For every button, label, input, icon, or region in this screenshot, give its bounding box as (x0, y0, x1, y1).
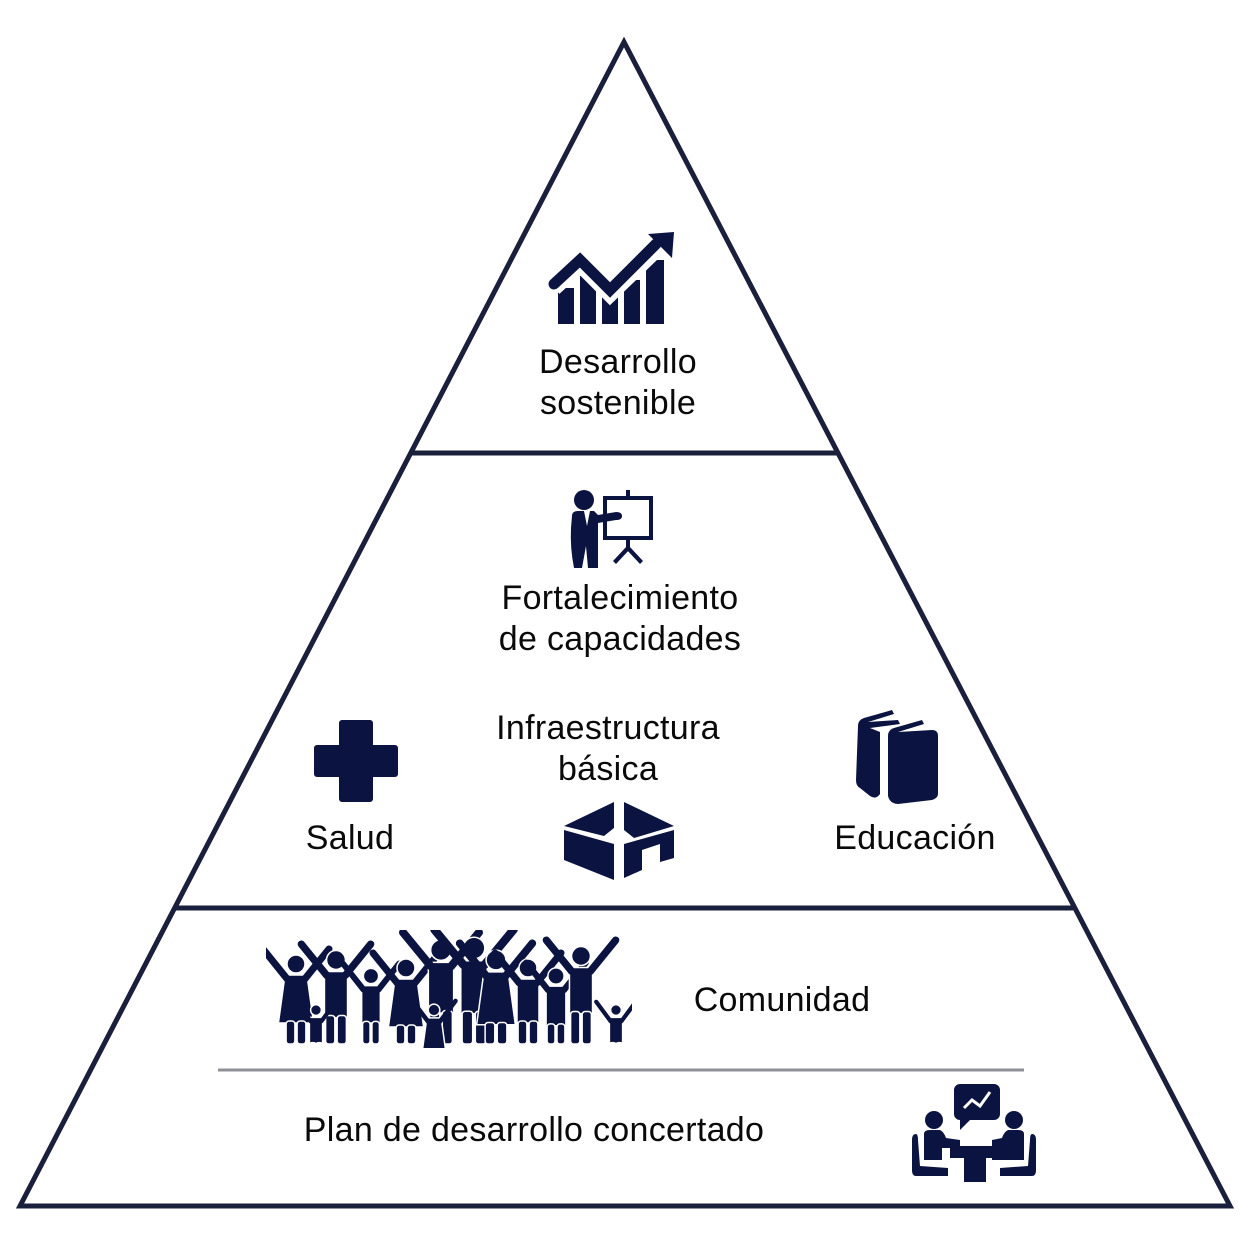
label-infraestructura-basica: Infraestructura básica (448, 708, 768, 790)
building-icon (562, 800, 678, 882)
crowd-person (294, 999, 338, 1045)
label-line: Plan de desarrollo concertado (303, 1111, 765, 1149)
crowd-person (410, 998, 458, 1048)
community-crowd-icon (266, 930, 632, 1048)
label-fortalecimiento-capacidades: Fortalecimiento de capacidades (458, 578, 782, 660)
label-line: sostenible (539, 384, 697, 422)
label-line: básica (557, 750, 659, 788)
pyramid-triangle (15, 36, 1235, 1209)
label-desarrollo-sostenible: Desarrollo sostenible (498, 342, 738, 424)
label-line: Educación (834, 819, 996, 857)
label-line: Comunidad (693, 981, 871, 1019)
health-cross-icon (314, 718, 398, 802)
presentation-icon (568, 488, 654, 570)
label-line: de capacidades (498, 620, 742, 658)
books-icon (852, 708, 940, 804)
label-line: Desarrollo (539, 343, 697, 381)
label-salud: Salud (280, 818, 420, 859)
label-comunidad: Comunidad (662, 980, 902, 1021)
crowd-person (594, 999, 632, 1045)
label-plan-desarrollo-concertado: Plan de desarrollo concertado (248, 1110, 820, 1151)
label-educacion: Educación (808, 818, 1022, 859)
label-line: Infraestructura (496, 709, 720, 747)
crowd-person (542, 936, 620, 1045)
label-line: Fortalecimiento (501, 579, 739, 617)
crowd-person (523, 959, 589, 1045)
meeting-icon (908, 1080, 1040, 1184)
growth-chart-icon (548, 228, 678, 324)
label-line: Salud (305, 819, 395, 857)
